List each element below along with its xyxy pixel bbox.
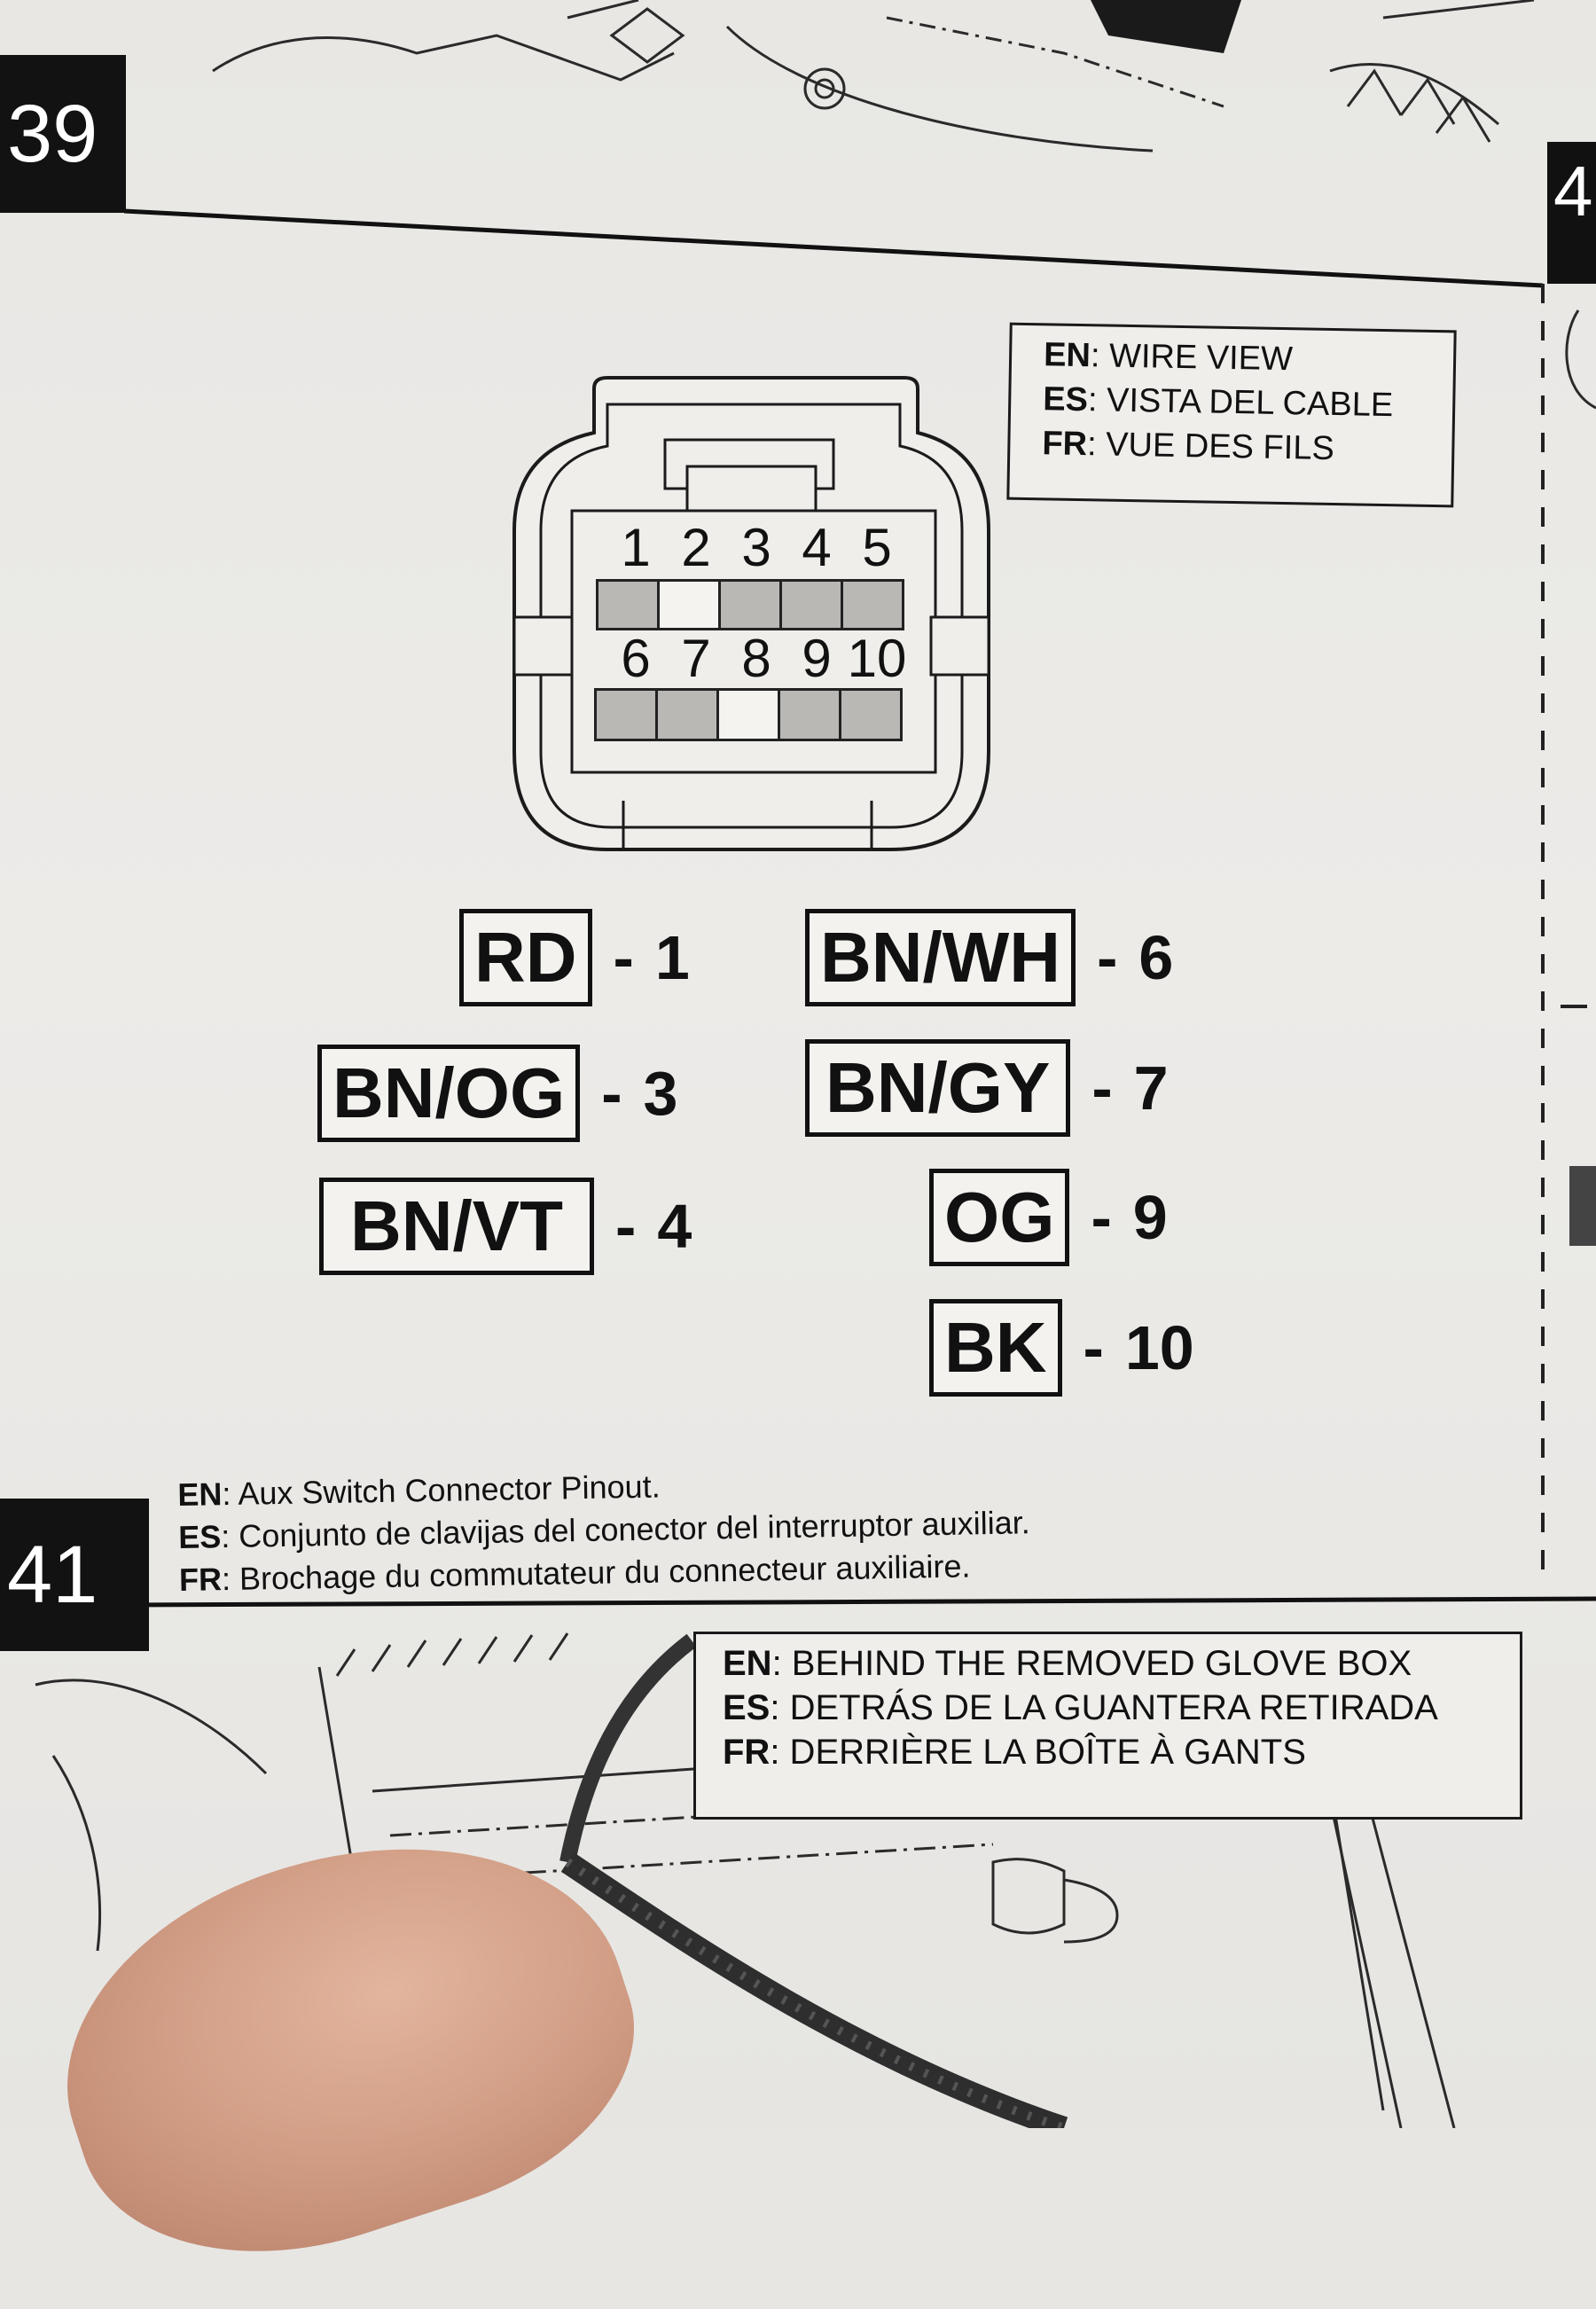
glove-box-line-fr: FR: DERRIÈRE LA BOÎTE À GANTS [723,1733,1306,1772]
wire-color-code: BN/OG [317,1045,581,1142]
legend-separator: - [601,1059,622,1128]
legend-separator: - [1091,1183,1112,1252]
pin-number: 9 [1132,1183,1168,1252]
legend-row-pin-1: RD - 1 [459,909,690,1006]
step-39-illustration [123,0,1596,288]
glove-box-line-es: ES: DETRÁS DE LA GUANTERA RETIRADA [723,1688,1438,1727]
legend-separator: - [615,1192,637,1261]
pin-label: 4 [802,518,832,577]
pin-label: 8 [741,629,771,688]
pin-cavity-8 [719,691,780,739]
wire-view-line-fr: FR: VUE DES FILS [1042,425,1335,468]
glove-box-line-en: EN: BEHIND THE REMOVED GLOVE BOX [723,1644,1412,1683]
pin-cavity-10 [841,691,900,739]
pin-number: 6 [1138,923,1174,992]
pin-cavity-3 [721,582,782,628]
pin-label: 10 [847,629,907,688]
pin-number: 4 [657,1192,692,1261]
pin-label: 7 [681,629,711,688]
wire-color-code: BN/GY [805,1039,1071,1137]
step-41-illustration [35,1596,1596,2128]
wire-view-label-box: EN: WIRE VIEW ES: VISTA DEL CABLE FR: VU… [1006,322,1457,508]
legend-row-pin-9: OG - 9 [929,1169,1168,1266]
legend-separator: - [1083,1313,1104,1382]
pin-number: 10 [1124,1313,1194,1382]
pin-label: 1 [621,518,651,577]
pin-label: 6 [621,629,651,688]
legend-separator: - [1091,1053,1113,1123]
legend-row-pin-4: BN/VT - 4 [319,1178,692,1275]
pin-label: 5 [862,518,892,577]
legend-separator: - [613,923,634,992]
connector-diagram: 1 2 3 4 5 6 7 8 9 10 [510,371,993,854]
wire-color-code: BN/VT [319,1178,594,1275]
wire-color-code: BN/WH [805,909,1076,1006]
pin-number: 1 [654,923,690,992]
pinout-caption: EN: Aux Switch Connector Pinout. ES: Con… [177,1459,1031,1601]
wire-view-line-en: EN: WIRE VIEW [1043,336,1294,379]
dashed-divider [1541,284,1596,1578]
legend-separator: - [1097,923,1118,992]
legend-row-pin-7: BN/GY - 7 [805,1039,1169,1137]
pin-label: 3 [741,518,771,577]
step-number-partial: 4 [1553,152,1593,231]
pin-cavity-4 [782,582,843,628]
bottom-row-pin-labels: 6 7 8 9 10 [606,628,907,689]
step-number-41: 41 [0,1499,149,1651]
top-row-pin-labels: 1 2 3 4 5 [606,517,907,578]
pin-cavity-1 [598,582,660,628]
legend-row-pin-3: BN/OG - 3 [317,1045,677,1142]
legend-row-pin-10: BK - 10 [929,1299,1194,1397]
pin-label: 9 [802,629,832,688]
wire-color-code: BK [929,1299,1062,1397]
pin-label: 2 [681,518,711,577]
wire-view-line-es: ES: VISTA DEL CABLE [1042,380,1394,425]
pin-cavity-7 [658,691,719,739]
step-number-39: 39 [0,55,126,213]
glove-box-label-box: EN: BEHIND THE REMOVED GLOVE BOX ES: DET… [693,1632,1522,1820]
pin-cavity-6 [597,691,658,739]
legend-row-pin-6: BN/WH - 6 [805,909,1173,1006]
top-row-cavities [596,579,904,630]
pin-cavity-5 [843,582,902,628]
pin-number: 3 [643,1059,678,1128]
pin-number: 7 [1133,1053,1169,1123]
wire-color-code: OG [929,1169,1070,1266]
pin-cavity-9 [780,691,841,739]
pin-cavity-2 [660,582,721,628]
bottom-row-cavities [594,688,903,741]
wire-color-code: RD [459,909,592,1006]
